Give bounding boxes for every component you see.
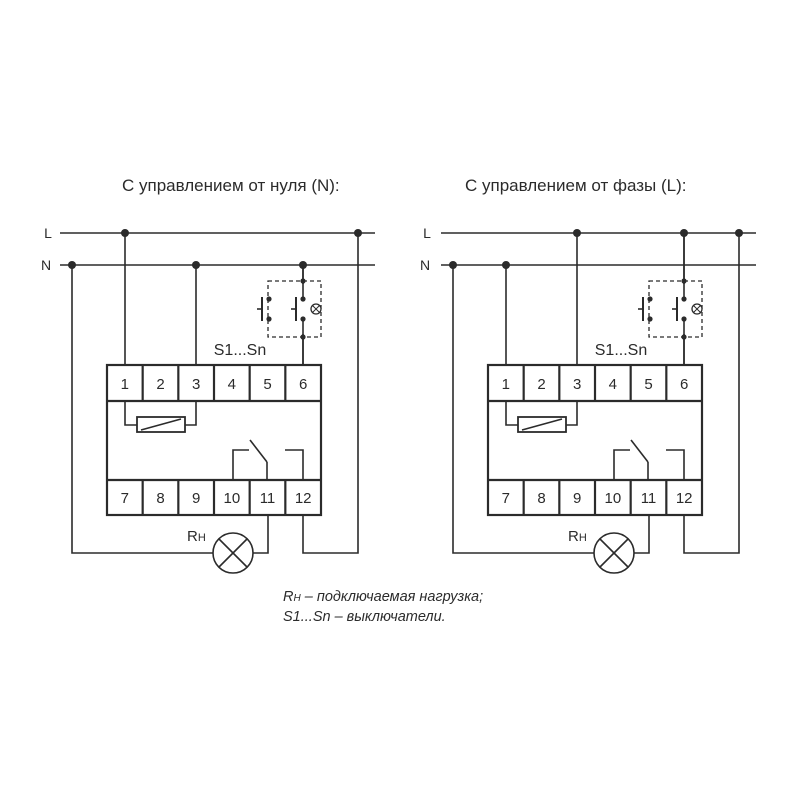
lamp-cross bbox=[312, 305, 320, 313]
load-label: RH bbox=[568, 528, 587, 545]
load-lamp-icon bbox=[593, 532, 635, 574]
legend-load: RH – подключаемая нагрузка; bbox=[283, 588, 483, 608]
junction-dot bbox=[300, 278, 306, 284]
junction-dot bbox=[266, 296, 272, 302]
terminal-9: 9 bbox=[573, 490, 581, 507]
terminal-10: 10 bbox=[223, 490, 240, 507]
diagram-title-l-control: С управлением от фазы (L): bbox=[465, 176, 687, 195]
switch-column-gap bbox=[682, 284, 686, 334]
terminal-10: 10 bbox=[604, 490, 621, 507]
terminal-2: 2 bbox=[156, 376, 164, 393]
lamp-cross bbox=[218, 538, 248, 568]
junction-dot bbox=[354, 229, 362, 237]
junction-dot bbox=[573, 229, 581, 237]
lamp-cross bbox=[599, 538, 629, 568]
coil-lead-1 bbox=[505, 401, 518, 426]
junction-dot bbox=[681, 334, 687, 340]
legend-load-symbol-sub: H bbox=[293, 593, 301, 604]
line-label-n: N bbox=[420, 257, 430, 273]
coil-lead-3 bbox=[185, 401, 197, 426]
line-label-l: L bbox=[423, 225, 431, 241]
terminal-6: 6 bbox=[680, 376, 688, 393]
junction-dot bbox=[647, 296, 653, 302]
wire-terminal-12-return bbox=[302, 233, 359, 554]
contact-blade bbox=[630, 439, 649, 463]
line-label-n: N bbox=[41, 257, 51, 273]
junction-dot bbox=[192, 261, 200, 269]
legend: RH – подключаемая нагрузка; S1...Sn – вы… bbox=[283, 588, 483, 627]
junction-dot bbox=[300, 296, 306, 302]
junction-dot bbox=[300, 334, 306, 340]
pushbutton-switches bbox=[257, 265, 322, 365]
wire-terminal-11-load bbox=[634, 515, 650, 554]
terminal-12: 12 bbox=[295, 490, 312, 507]
load-label: RH bbox=[187, 528, 206, 545]
contact-blade bbox=[249, 439, 268, 463]
junction-dot bbox=[681, 278, 687, 284]
terminal-1: 1 bbox=[502, 376, 510, 393]
terminal-1: 1 bbox=[121, 376, 129, 393]
lamp-cross bbox=[693, 305, 701, 313]
switch-label: S1...Sn bbox=[214, 342, 266, 359]
junction-dot bbox=[121, 229, 129, 237]
coil-diagonal bbox=[140, 418, 182, 431]
junction-dot bbox=[735, 229, 743, 237]
line-label-l: L bbox=[44, 225, 52, 241]
contact-12-lead bbox=[285, 449, 304, 480]
coil-lead-3 bbox=[566, 401, 578, 426]
contact-12-lead bbox=[666, 449, 685, 480]
junction-dot bbox=[681, 316, 687, 322]
terminal-12: 12 bbox=[676, 490, 693, 507]
terminal-7: 7 bbox=[121, 490, 129, 507]
switch-label: S1...Sn bbox=[595, 342, 647, 359]
terminal-11: 11 bbox=[260, 490, 276, 507]
junction-dot bbox=[300, 316, 306, 322]
wire-terminal-11-load bbox=[253, 515, 269, 554]
terminal-4: 4 bbox=[609, 376, 617, 393]
junction-dot bbox=[502, 261, 510, 269]
terminal-4: 4 bbox=[228, 376, 236, 393]
contact-10-lead bbox=[232, 449, 249, 480]
terminal-3: 3 bbox=[192, 376, 200, 393]
legend-load-symbol: R bbox=[283, 589, 294, 605]
junction-dot bbox=[449, 261, 457, 269]
junction-dot bbox=[68, 261, 76, 269]
junction-dot bbox=[681, 296, 687, 302]
diagram-title-n-control: С управлением от нуля (N): bbox=[122, 176, 340, 195]
terminal-9: 9 bbox=[192, 490, 200, 507]
switch-column-gap bbox=[301, 284, 305, 334]
coil-diagonal bbox=[521, 418, 563, 431]
load-lamp-icon bbox=[212, 532, 254, 574]
terminal-8: 8 bbox=[537, 490, 545, 507]
terminal-6: 6 bbox=[299, 376, 307, 393]
legend-load-text: – подключаемая нагрузка; bbox=[300, 589, 484, 605]
legend-switches: S1...Sn – выключатели. bbox=[283, 609, 446, 625]
wire-terminal-12-return bbox=[683, 233, 740, 554]
terminal-11: 11 bbox=[641, 490, 657, 507]
coil-lead-1 bbox=[124, 401, 137, 426]
contact-10-lead bbox=[613, 449, 630, 480]
terminal-2: 2 bbox=[537, 376, 545, 393]
junction-dot bbox=[647, 316, 653, 322]
terminal-5: 5 bbox=[644, 376, 652, 393]
junction-dot bbox=[266, 316, 272, 322]
pushbutton-switches bbox=[638, 233, 703, 365]
terminal-5: 5 bbox=[263, 376, 271, 393]
wire-load-neutral bbox=[452, 265, 594, 554]
terminal-7: 7 bbox=[502, 490, 510, 507]
terminal-3: 3 bbox=[573, 376, 581, 393]
wire-load-neutral bbox=[71, 265, 213, 554]
terminal-8: 8 bbox=[156, 490, 164, 507]
